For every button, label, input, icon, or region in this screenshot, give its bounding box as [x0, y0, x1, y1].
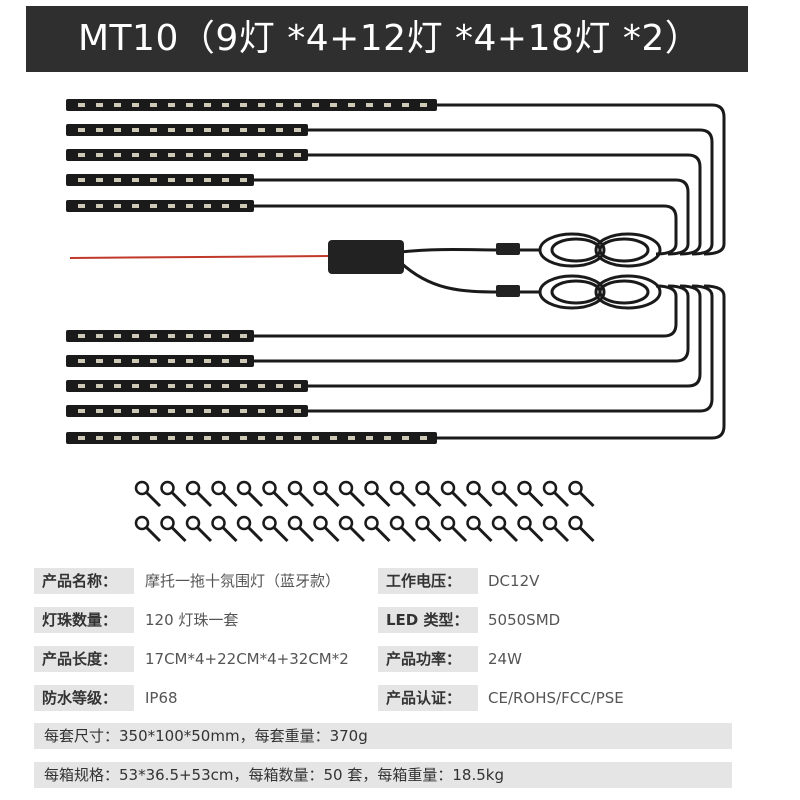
cable-tie [160, 480, 187, 508]
cable-tie [364, 480, 391, 508]
cable-tie [542, 480, 570, 508]
strip-wire [308, 128, 714, 256]
led-strip [66, 99, 437, 111]
led-strip [66, 200, 254, 212]
controller-box [328, 240, 404, 274]
title-banner: MT10（9灯 *4+12灯 *4+18灯 *2） [26, 6, 748, 72]
cable-tie [389, 515, 417, 543]
cable-tie [389, 480, 417, 508]
cable-tie [440, 515, 468, 543]
spec-value: CE/ROHS/FCC/PSE [488, 689, 624, 707]
led-strip [66, 330, 254, 342]
spec-label: 灯珠数量： [34, 607, 134, 633]
strip-wire [437, 103, 726, 256]
led-strip [66, 405, 308, 417]
cable-tie [313, 515, 340, 543]
set-size-weight: 每套尺寸：350*100*50mm，每套重量：370g [34, 723, 732, 749]
led-strip [66, 174, 254, 186]
cable-coil [520, 232, 662, 268]
cable-tie [185, 515, 213, 543]
cable-tie [211, 480, 238, 508]
strip-wire [308, 284, 714, 413]
spec-value: 120 灯珠一套 [145, 611, 239, 629]
cable-tie [466, 515, 493, 543]
cable-tie [466, 480, 493, 508]
strip-wire [254, 178, 690, 256]
spec-value: DC12V [488, 572, 540, 590]
cable-tie [364, 515, 391, 543]
cable-tie [134, 480, 162, 508]
cable-tie [287, 515, 315, 543]
connector [496, 285, 520, 297]
strip-wire [308, 284, 702, 388]
carton-spec: 每箱规格：53*36.5+53cm，每箱数量：50 套，每箱重量：18.5kg [34, 762, 732, 788]
cable-tie [491, 515, 519, 543]
spec-value: 17CM*4+22CM*4+32CM*2 [145, 650, 349, 668]
connector [496, 243, 520, 255]
led-strip [66, 355, 254, 367]
product-title: MT10（9灯 *4+12灯 *4+18灯 *2） [78, 18, 702, 59]
cable-tie [185, 480, 213, 508]
strip-wire [254, 204, 678, 256]
cable-tie [491, 480, 519, 508]
spec-label: 产品名称： [34, 568, 134, 594]
cable-coil [520, 274, 662, 310]
cable-tie [338, 480, 366, 508]
cable-tie [160, 515, 187, 543]
cable-tie [542, 515, 570, 543]
product-illustration [66, 99, 726, 543]
cable-tie [236, 515, 264, 543]
cable-tie [415, 515, 442, 543]
spec-value: 24W [488, 650, 522, 668]
cable-tie [440, 480, 468, 508]
strip-wire [254, 284, 690, 363]
cable-tie [211, 515, 238, 543]
spec-value: 摩托一拖十氛围灯（蓝牙款） [145, 572, 341, 590]
cable-tie [568, 480, 595, 508]
spec-label: LED 类型： [378, 607, 478, 633]
strip-wire [308, 153, 702, 256]
strip-wire [437, 284, 726, 440]
led-strip [66, 149, 308, 161]
cable-tie [262, 480, 289, 508]
spec-label: 防水等级： [34, 685, 134, 711]
spec-label: 产品功率： [378, 646, 478, 672]
spec-value: 5050SMD [488, 611, 561, 629]
cable-tie [262, 515, 289, 543]
cable-tie [568, 515, 595, 543]
led-strip [66, 432, 437, 444]
cable-tie [287, 480, 315, 508]
spec-label: 产品长度： [34, 646, 134, 672]
cable-tie [313, 480, 340, 508]
spec-value: IP68 [145, 689, 178, 707]
led-strip [66, 380, 308, 392]
cable-tie [415, 480, 442, 508]
spec-label: 产品认证： [378, 685, 478, 711]
cable-tie [236, 480, 264, 508]
strip-wire [254, 284, 678, 338]
spec-label: 工作电压： [378, 568, 478, 594]
cable-tie [134, 515, 162, 543]
led-strip [66, 124, 308, 136]
cable-tie [338, 515, 366, 543]
cable-tie [517, 515, 544, 543]
cable-tie [517, 480, 544, 508]
